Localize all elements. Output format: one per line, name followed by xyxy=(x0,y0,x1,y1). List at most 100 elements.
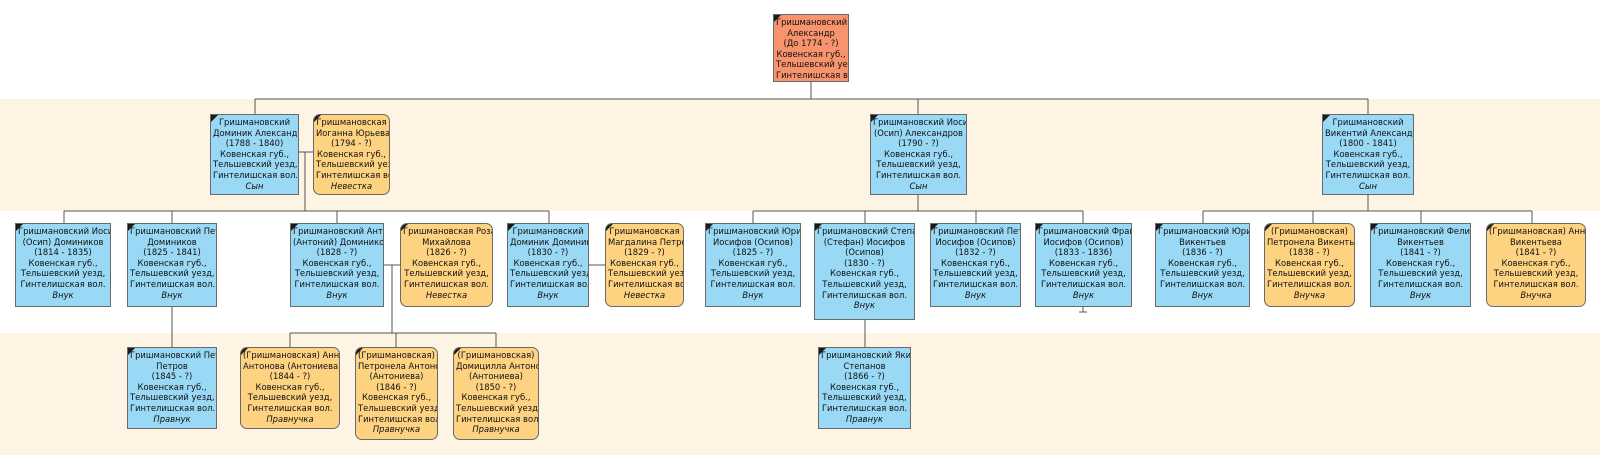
person-info-line: (Антониева) xyxy=(369,371,424,382)
person-info-line: (1825 - ?) xyxy=(732,247,774,258)
person-name: Гришмановский Иосиф xyxy=(18,226,111,236)
person-card-petronela-a[interactable]: (Гришмановская)Петронела Антонова(Антони… xyxy=(355,347,438,440)
person-info-line: (1830 - ?) xyxy=(527,247,569,258)
relation-label: Сын xyxy=(909,180,928,191)
relation-label: Внук xyxy=(1072,289,1095,300)
person-info-line: (1841 - ?) xyxy=(1515,247,1557,258)
person-info-line: Тельшевский уезд, xyxy=(213,159,298,170)
relation-label: Невестка xyxy=(425,289,468,300)
person-card-petronela-v[interactable]: (Гришмановская)Петронела Викентьева(1838… xyxy=(1264,223,1355,307)
person-name: Гришмановский xyxy=(512,226,584,236)
person-info-line: (Антониева) xyxy=(469,371,523,382)
relation-label: Внук xyxy=(1409,289,1432,300)
person-info-line: Викентьева xyxy=(1510,236,1562,247)
relation-label: Внук xyxy=(964,289,987,300)
person-info-line: Ковенская губ., xyxy=(513,257,583,268)
person-info-line: (1830 - ?) xyxy=(844,257,885,268)
person-info-line: Гинтелишская вол. xyxy=(316,169,389,180)
card-corner-marker xyxy=(1323,115,1330,122)
person-info-line: Гинтелишская вол. xyxy=(933,278,1019,289)
person-info-line: (1788 - 1840) xyxy=(225,138,284,149)
card-corner-marker xyxy=(314,115,321,122)
person-info-line: (1844 - ?) xyxy=(269,371,311,382)
card-corner-marker xyxy=(606,224,613,231)
person-info-line: Ковенская губ., xyxy=(461,392,531,403)
person-info-line: Викентьев xyxy=(1397,236,1444,247)
person-name: Гришмановский Петр xyxy=(130,350,217,360)
person-info-line: (1829 - ?) xyxy=(624,247,665,258)
relation-label: Внук xyxy=(326,289,348,300)
relation-label: Невестка xyxy=(330,180,373,191)
person-card-iosif[interactable]: Гришмановский Иосиф(Осип) Александров(17… xyxy=(870,114,967,195)
person-info-line: Гинтелишская вол. xyxy=(1377,278,1464,289)
person-info-line: (1800 - 1841) xyxy=(1339,138,1397,149)
person-info-line: (1836 - ?) xyxy=(1182,247,1223,258)
person-info-line: Гинтелишская вол. xyxy=(403,278,490,289)
relation-label: Правнучка xyxy=(266,413,314,424)
person-card-stepan[interactable]: Гришмановский Степан(Стефан) Иосифов(Оси… xyxy=(814,223,915,320)
person-name: (Гришмановская) xyxy=(1271,226,1348,236)
relation-label: Внук xyxy=(742,289,764,300)
person-info-line: Ковенская губ., xyxy=(412,257,481,268)
person-info-line: (1790 - ?) xyxy=(898,138,939,149)
person-info-line: Степанов xyxy=(843,360,886,371)
person-info-line: Ковенская губ., xyxy=(1049,257,1118,268)
person-info-line: Ковенская губ., xyxy=(362,392,431,403)
card-corner-marker xyxy=(871,115,878,122)
person-card-anton[interactable]: Гришмановский Антон(Антоний) Домиников(1… xyxy=(290,223,384,307)
card-corner-marker xyxy=(1265,224,1272,231)
person-info-line: Иосифов (Осипов) xyxy=(1043,236,1124,247)
person-info-line: Ковенская губ., xyxy=(255,381,325,392)
person-info-line: Ковенская губ., xyxy=(137,257,207,268)
person-name: Гришмановский Юрий xyxy=(1158,226,1250,236)
person-info-line: Гинтелишская вол. xyxy=(1159,278,1246,289)
relation-label: Невестка xyxy=(623,289,666,300)
person-info-line: Тельшевский уезд, xyxy=(1267,268,1352,279)
person-info-line: Тельшевский уезд, xyxy=(933,268,1018,279)
person-info-line: Гинтелишская вол. xyxy=(130,402,216,413)
card-corner-marker xyxy=(706,224,713,231)
person-info-line: Иоганна Юрьева xyxy=(316,127,390,138)
person-info-line: Тельшевский уезд, xyxy=(1378,268,1463,279)
person-info-line: Антонова (Антониева) xyxy=(243,360,340,371)
card-corner-marker xyxy=(1487,224,1494,231)
card-corner-marker xyxy=(1036,224,1043,231)
person-name: Гришмановский Петр xyxy=(130,226,217,236)
person-name: (Гришмановская) xyxy=(358,350,435,360)
person-card-iosif-d[interactable]: Гришмановский Иосиф(Осип) Домиников(1814… xyxy=(15,223,111,307)
person-info-line: Ковенская губ., xyxy=(1168,257,1237,268)
person-info-line: Ковенская губ., xyxy=(317,148,386,159)
person-card-domicilla[interactable]: (Гришмановская)Домицилла Антонова(Антони… xyxy=(453,347,539,440)
person-info-line: Тельшевский уезд, xyxy=(822,278,907,289)
card-corner-marker xyxy=(931,224,938,231)
person-info-line: (1828 - ?) xyxy=(316,247,358,258)
card-corner-marker xyxy=(508,224,515,231)
person-info-line: Ковенская губ., xyxy=(776,48,846,59)
relation-label: Правнучка xyxy=(372,424,421,435)
person-info-line: (Осип) Александров xyxy=(874,127,963,138)
person-info-line: Магдалина Петрова xyxy=(608,236,683,247)
person-info-line: (1838 - ?) xyxy=(1289,247,1330,258)
person-info-line: (1833 - 1836) xyxy=(1054,247,1113,258)
person-info-line: (1841 - ?) xyxy=(1400,247,1441,258)
relation-label: Правнук xyxy=(153,413,191,424)
person-info-line: Тельшевский уезд, xyxy=(294,268,380,279)
person-info-line: (1866 - ?) xyxy=(844,371,885,382)
